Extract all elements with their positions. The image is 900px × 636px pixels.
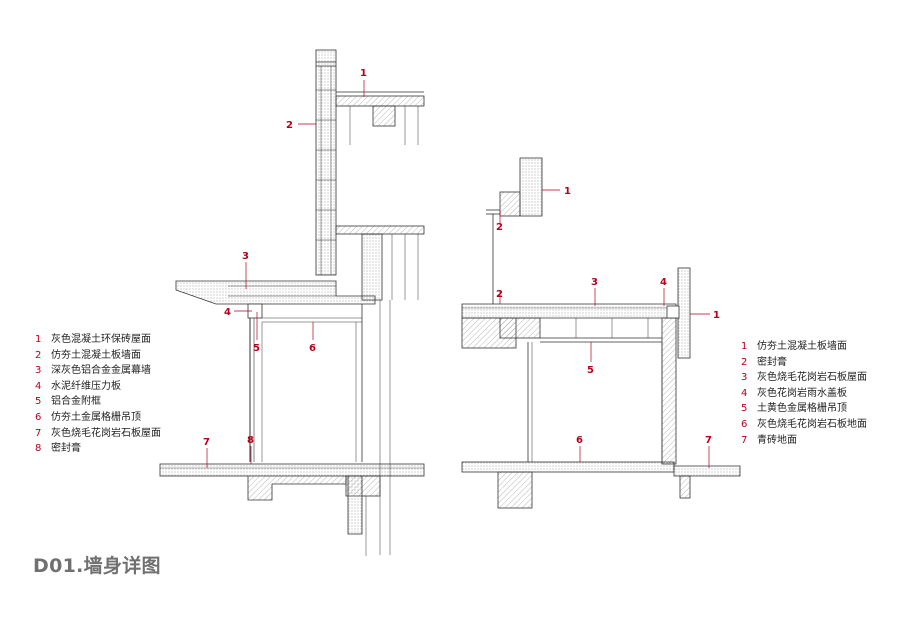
upper-roof-slab bbox=[335, 95, 425, 107]
right-ground-slab bbox=[461, 461, 675, 473]
right-callout-6: 6 bbox=[576, 435, 583, 446]
left-wall-section bbox=[159, 49, 425, 556]
right-callout-2-bottom: 2 bbox=[496, 289, 503, 300]
right-callout-1-top: 1 bbox=[564, 186, 571, 197]
middle-slab bbox=[335, 225, 425, 235]
cantilever-canopy bbox=[175, 280, 376, 305]
drawing-title: D01.墙身详图 bbox=[33, 555, 161, 577]
left-callout-2: 2 bbox=[286, 120, 293, 131]
right-callout-5: 5 bbox=[587, 365, 594, 376]
upper-wall bbox=[519, 157, 543, 217]
left-callout-7: 7 bbox=[203, 437, 210, 448]
tall-wall bbox=[315, 49, 337, 276]
left-callouts: 1 2 3 4 5 6 7 8 bbox=[203, 68, 367, 448]
right-column bbox=[677, 267, 691, 359]
right-wall-section bbox=[461, 157, 741, 509]
left-leader-lines bbox=[206, 80, 365, 468]
right-callout-3: 3 bbox=[591, 277, 598, 288]
ground-slab bbox=[159, 463, 425, 477]
left-callout-4: 4 bbox=[224, 307, 231, 318]
left-callout-5: 5 bbox=[253, 343, 260, 354]
left-callout-3: 3 bbox=[242, 251, 249, 262]
right-callout-4: 4 bbox=[660, 277, 667, 288]
right-callout-2-top: 2 bbox=[496, 222, 503, 233]
left-callout-8: 8 bbox=[247, 435, 254, 446]
right-callout-7: 7 bbox=[705, 435, 712, 446]
right-leader-lines bbox=[499, 189, 710, 468]
right-roof-slab bbox=[461, 303, 677, 319]
left-callout-6: 6 bbox=[309, 343, 316, 354]
right-callout-1-side: 1 bbox=[713, 310, 720, 321]
right-callouts: 1 2 2 3 4 1 5 6 7 bbox=[496, 186, 720, 446]
left-callout-1: 1 bbox=[360, 68, 367, 79]
